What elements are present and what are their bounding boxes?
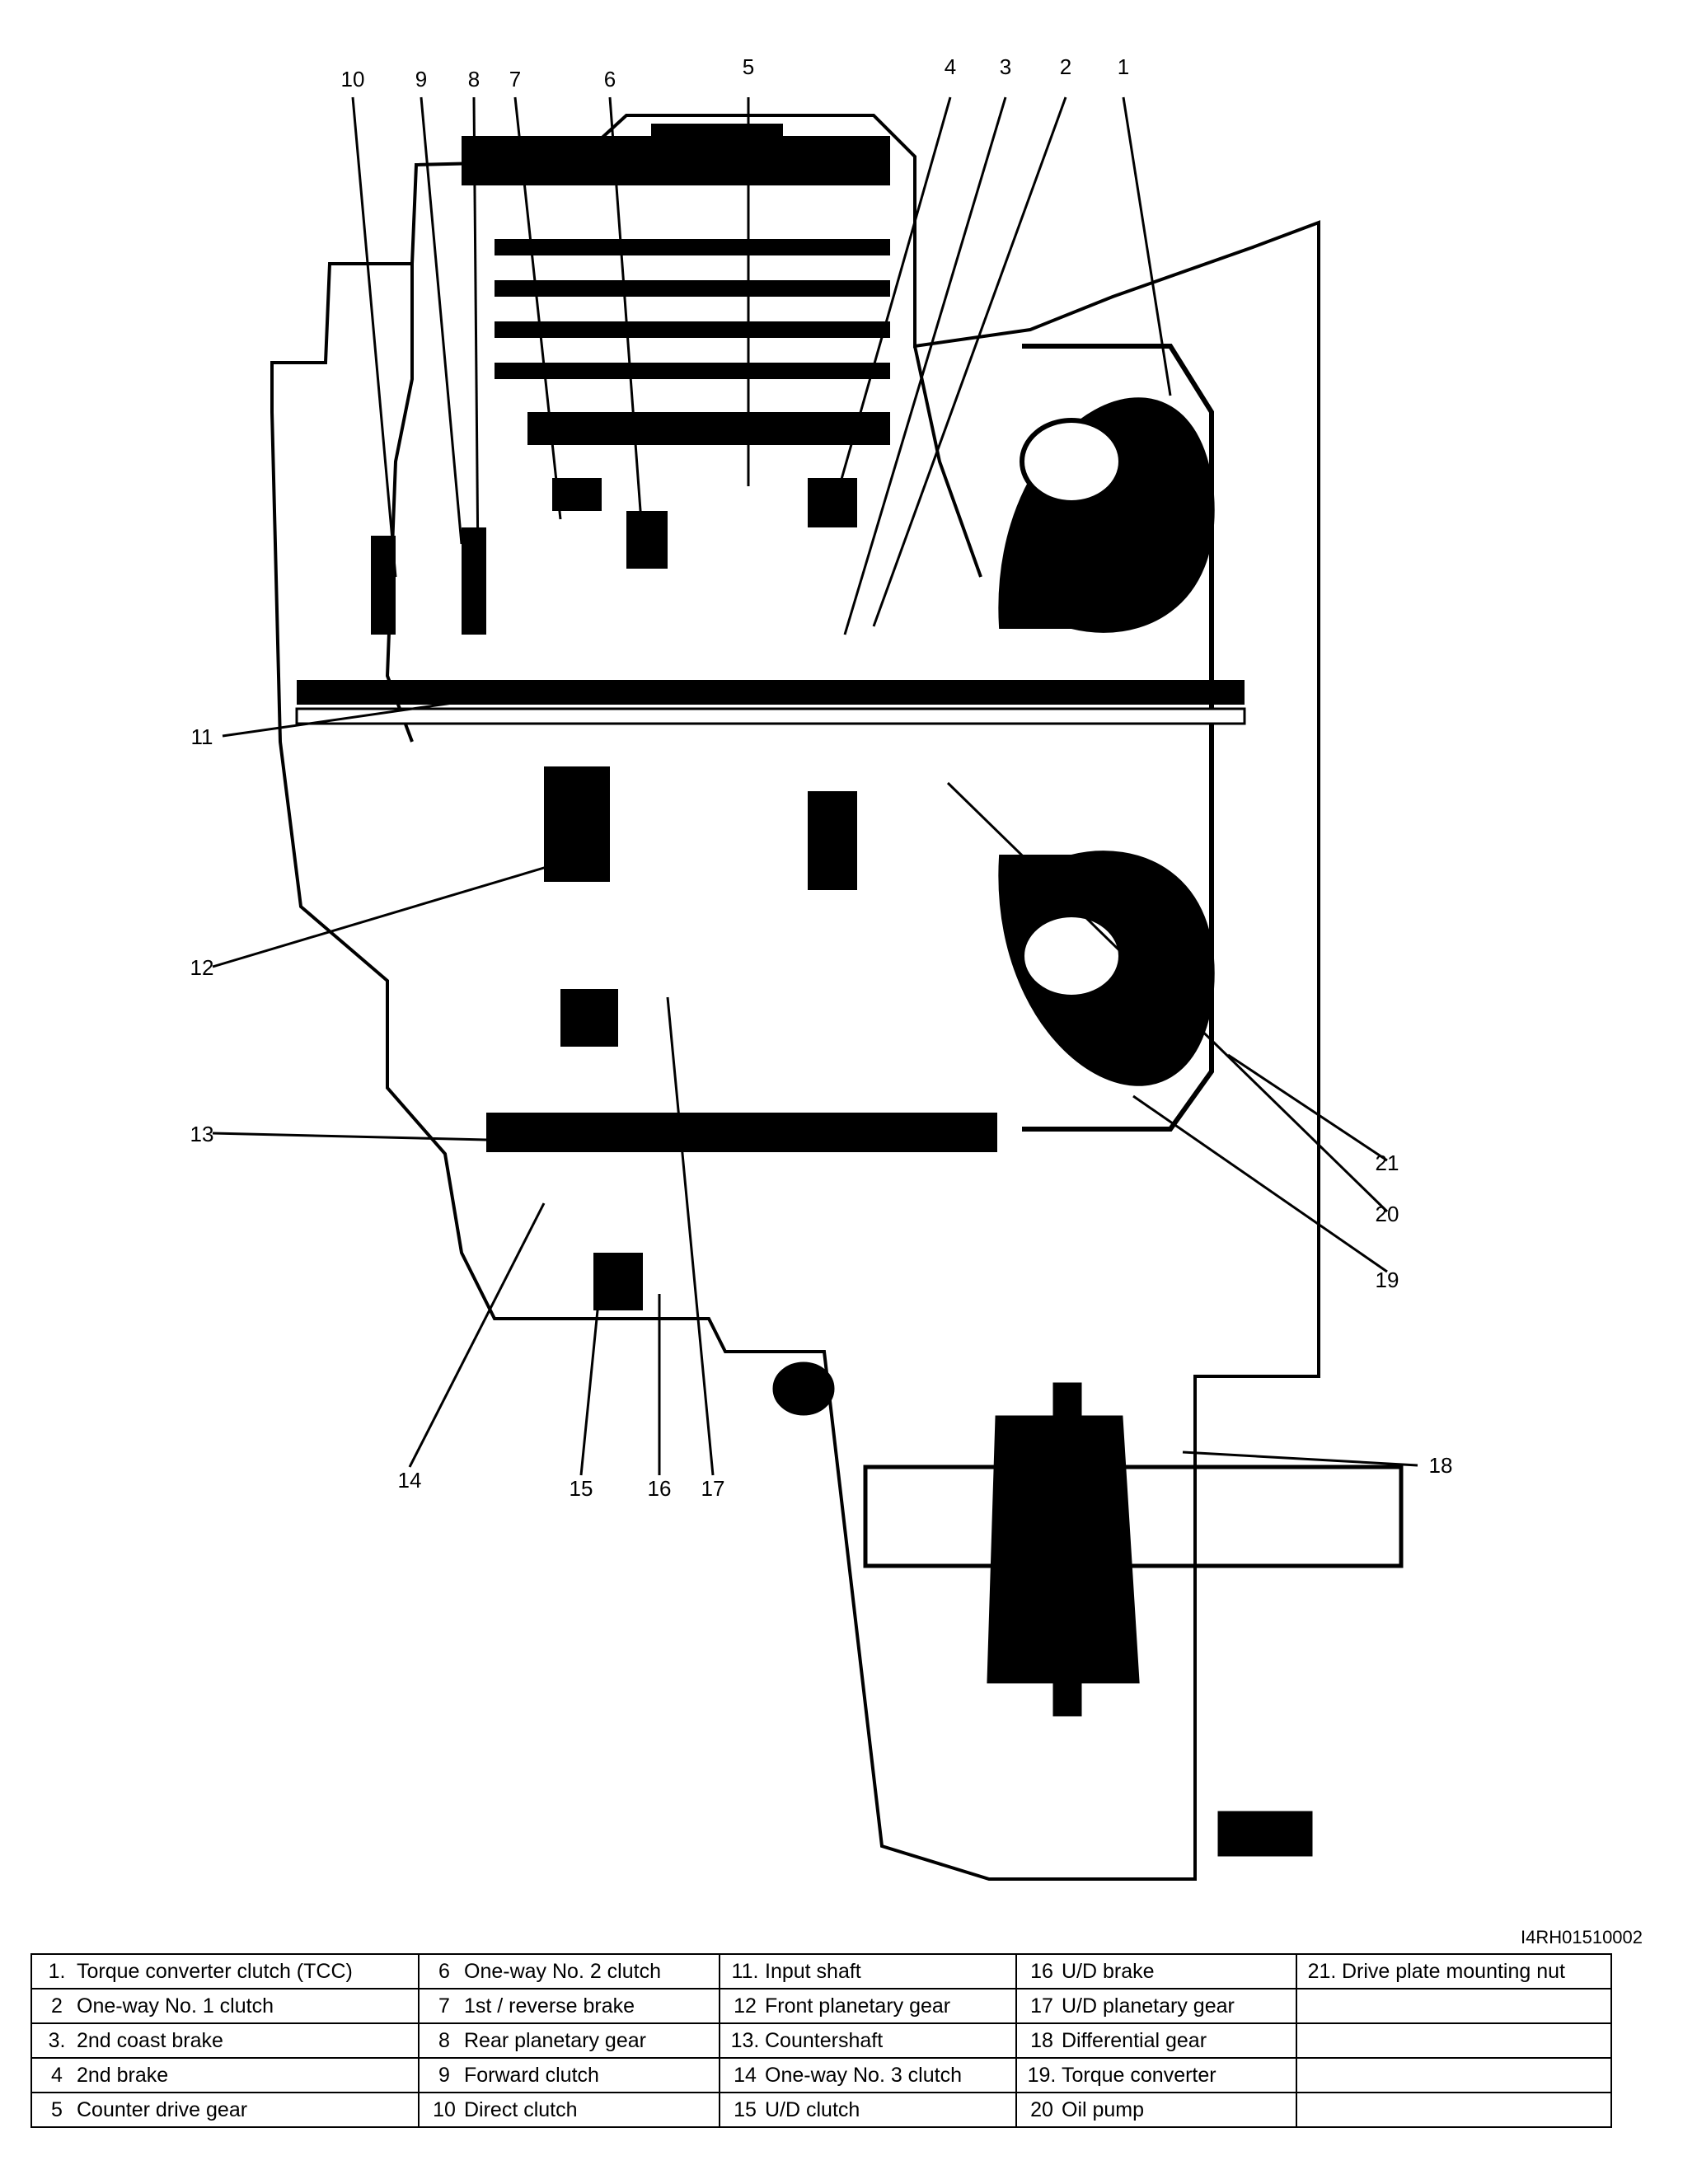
- callout-6: 6: [604, 67, 616, 91]
- input-shaft: [295, 680, 1246, 725]
- callout-8: 8: [468, 67, 480, 91]
- torque-converter: [998, 344, 1215, 1132]
- callout-14: 14: [398, 1468, 422, 1493]
- legend-cell: 11.Input shaft: [719, 1953, 1017, 1990]
- callout-18: 18: [1429, 1453, 1453, 1478]
- legend-cell: 19.Torque converter: [1015, 2057, 1297, 2093]
- differential: [772, 1361, 1404, 1857]
- callout-4: 4: [945, 54, 956, 79]
- callout-3: 3: [1000, 54, 1011, 79]
- callout-20: 20: [1376, 1202, 1399, 1226]
- legend-cell: [1296, 2057, 1612, 2093]
- callout-1: 1: [1118, 54, 1129, 79]
- callout-labels: 1 2 3 4 5 6 7 8 9 10 11 12 13 14 15 16 1…: [190, 54, 1453, 1501]
- legend-cell: [1296, 2022, 1612, 2059]
- legend-cell: 3.2nd coast brake: [30, 2022, 420, 2059]
- callout-13: 13: [190, 1122, 214, 1146]
- callout-16: 16: [648, 1476, 672, 1501]
- callout-5: 5: [743, 54, 754, 79]
- callout-2: 2: [1060, 54, 1071, 79]
- callout-11: 11: [191, 724, 213, 749]
- callout-19: 19: [1376, 1268, 1399, 1292]
- callout-12: 12: [190, 955, 214, 980]
- legend-cell: 13.Countershaft: [719, 2022, 1017, 2059]
- legend-cell: 1.Torque converter clutch (TCC): [30, 1953, 420, 1990]
- callout-9: 9: [415, 67, 427, 91]
- clutch-packs: [371, 478, 857, 1310]
- legend-cell: 21.Drive plate mounting nut: [1296, 1953, 1612, 1990]
- figure-id: I4RH01510002: [1521, 1927, 1643, 1947]
- callout-15: 15: [570, 1476, 593, 1501]
- countershaft: [486, 1113, 997, 1152]
- legend-cell: [1296, 2092, 1612, 2128]
- callout-17: 17: [701, 1476, 725, 1501]
- legend-cell: [1296, 1988, 1612, 2024]
- callout-7: 7: [509, 67, 521, 91]
- valve-body: [462, 124, 890, 445]
- callout-10: 10: [341, 67, 365, 91]
- leader-lines: [212, 96, 1418, 1476]
- callout-21: 21: [1376, 1151, 1399, 1175]
